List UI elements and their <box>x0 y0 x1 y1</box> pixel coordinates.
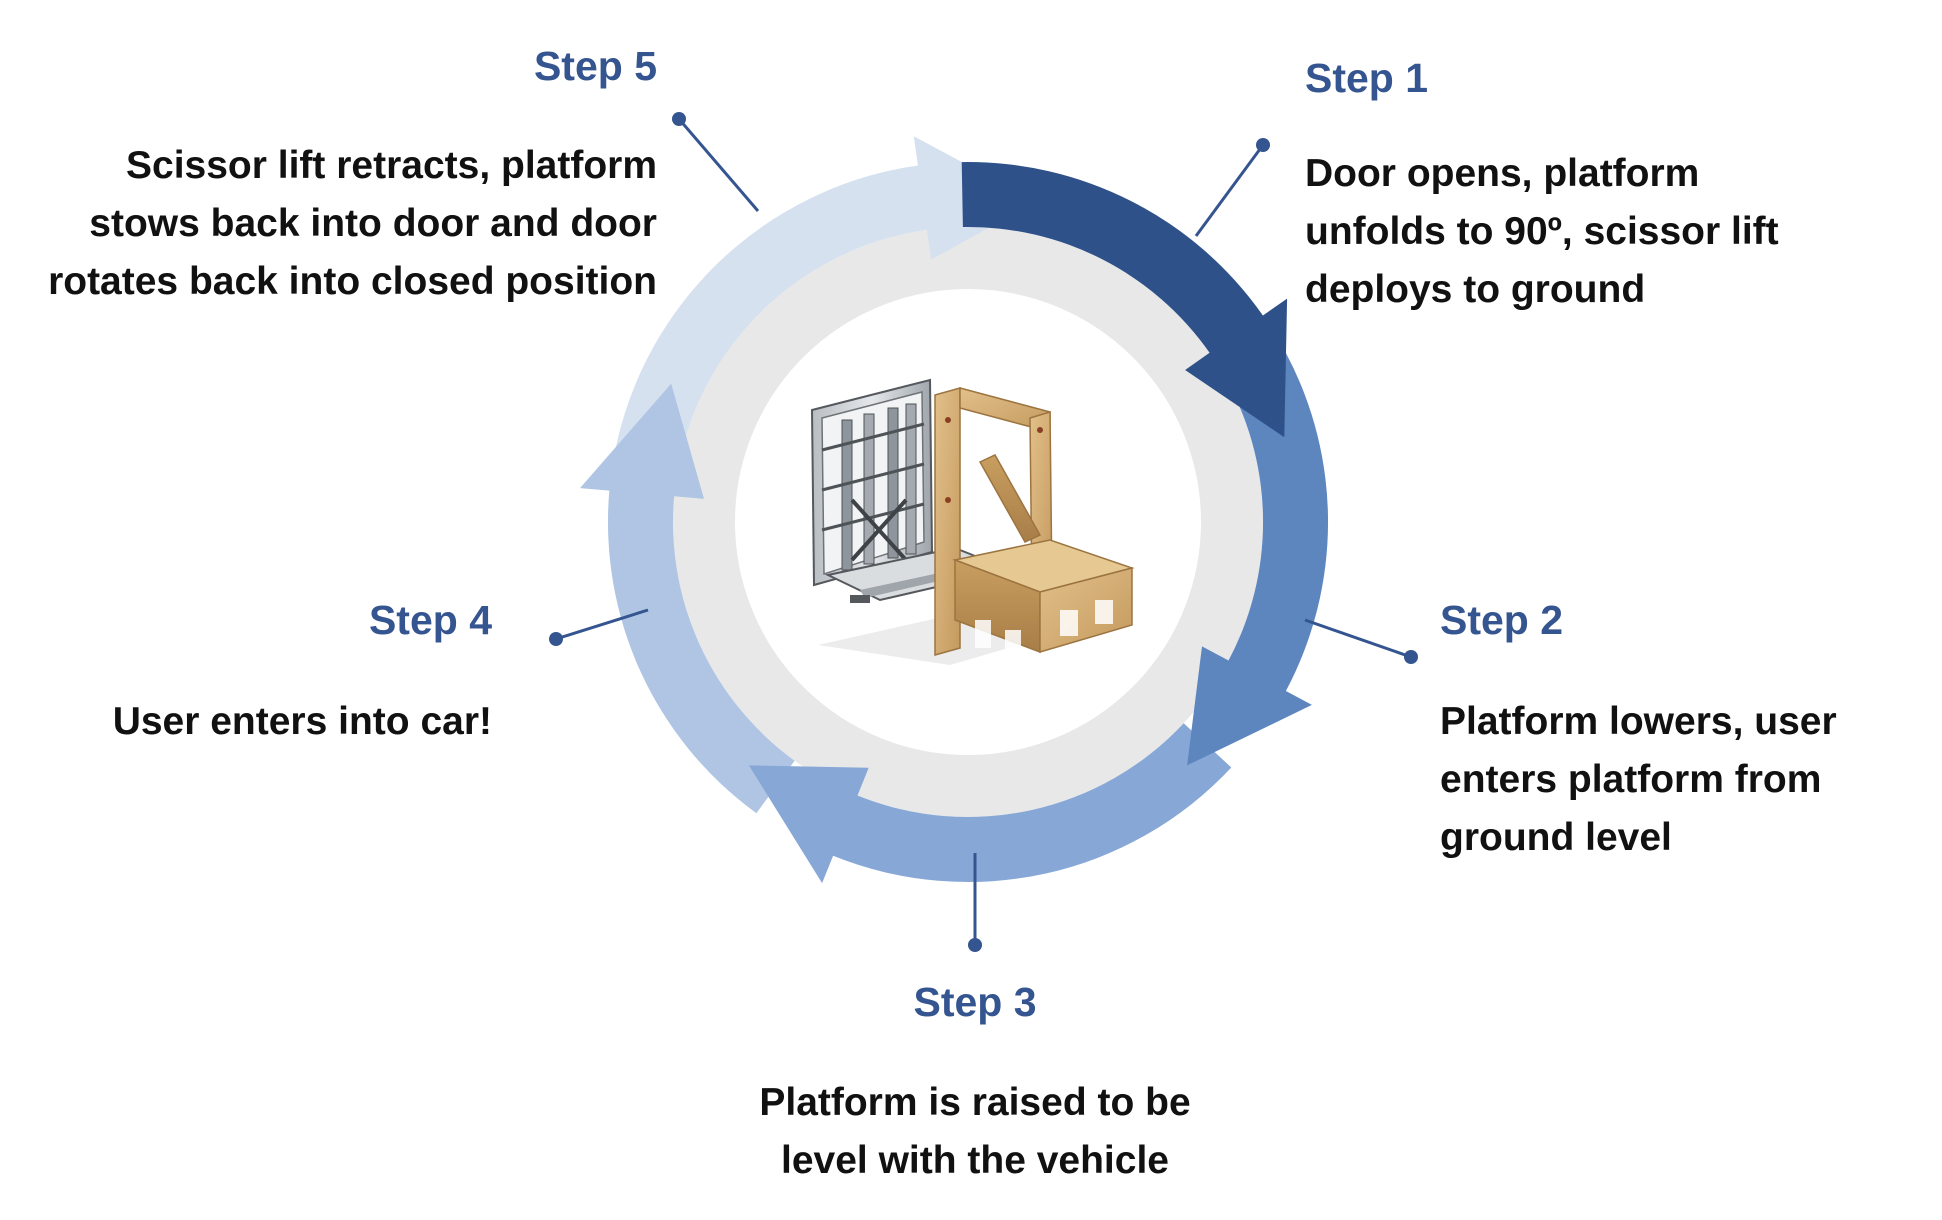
platform-lift-image <box>810 378 1135 665</box>
step-2-line-1: Platform lowers, user <box>1440 700 1837 743</box>
step-3-title: Step 3 <box>913 979 1037 1025</box>
step-4-description: User enters into car! <box>40 693 492 751</box>
cycle-arrow-step-2 <box>1187 353 1329 766</box>
step-1-line-3: deploys to ground <box>1305 268 1646 311</box>
step-5-description: Scissor lift retracts, platform stows ba… <box>20 137 657 311</box>
step-5-title: Step 5 <box>533 43 657 89</box>
cycle-arrow-step-1 <box>961 162 1288 438</box>
connector-dot-step-4 <box>549 632 563 646</box>
step-3-line-2: level with the vehicle <box>781 1139 1169 1182</box>
step-2-line-3: ground level <box>1440 816 1672 859</box>
step-3-description: Platform is raised to be level with the … <box>675 1074 1275 1190</box>
step-5-line-1: Scissor lift retracts, platform <box>126 144 657 187</box>
step-4-line-1: User enters into car! <box>112 700 492 743</box>
connector-step-2 <box>1304 618 1412 659</box>
cycle-arrow-step-5 <box>608 136 1037 786</box>
step-1-description: Door opens, platform unfolds to 90º, sci… <box>1305 145 1779 319</box>
connector-dot-step-5 <box>672 112 686 126</box>
step-2-description: Platform lowers, user enters platform fr… <box>1440 693 1837 867</box>
connector-step-5 <box>677 118 760 212</box>
connector-dot-step-3 <box>968 938 982 952</box>
connector-step-4 <box>555 608 649 641</box>
step-2-title: Step 2 <box>1440 597 1564 643</box>
step-2-line-2: enters platform from <box>1440 758 1822 801</box>
connector-dot-step-2 <box>1404 650 1418 664</box>
cycle-arrow-step-4 <box>580 383 795 814</box>
connector-step-1 <box>1194 144 1265 237</box>
step-1-line-1: Door opens, platform <box>1305 152 1700 195</box>
step-1-title: Step 1 <box>1305 55 1429 101</box>
connector-dot-step-1 <box>1256 138 1270 152</box>
step-4-title: Step 4 <box>368 597 492 643</box>
step-3-line-1: Platform is raised to be <box>759 1081 1191 1124</box>
inner-ring <box>673 227 1263 817</box>
step-1-line-2: unfolds to 90º, scissor lift <box>1305 210 1779 253</box>
cycle-arrow-step-3 <box>748 723 1232 884</box>
step-5-line-2: stows back into door and door <box>89 202 657 245</box>
step-5-line-3: rotates back into closed position <box>48 260 657 303</box>
